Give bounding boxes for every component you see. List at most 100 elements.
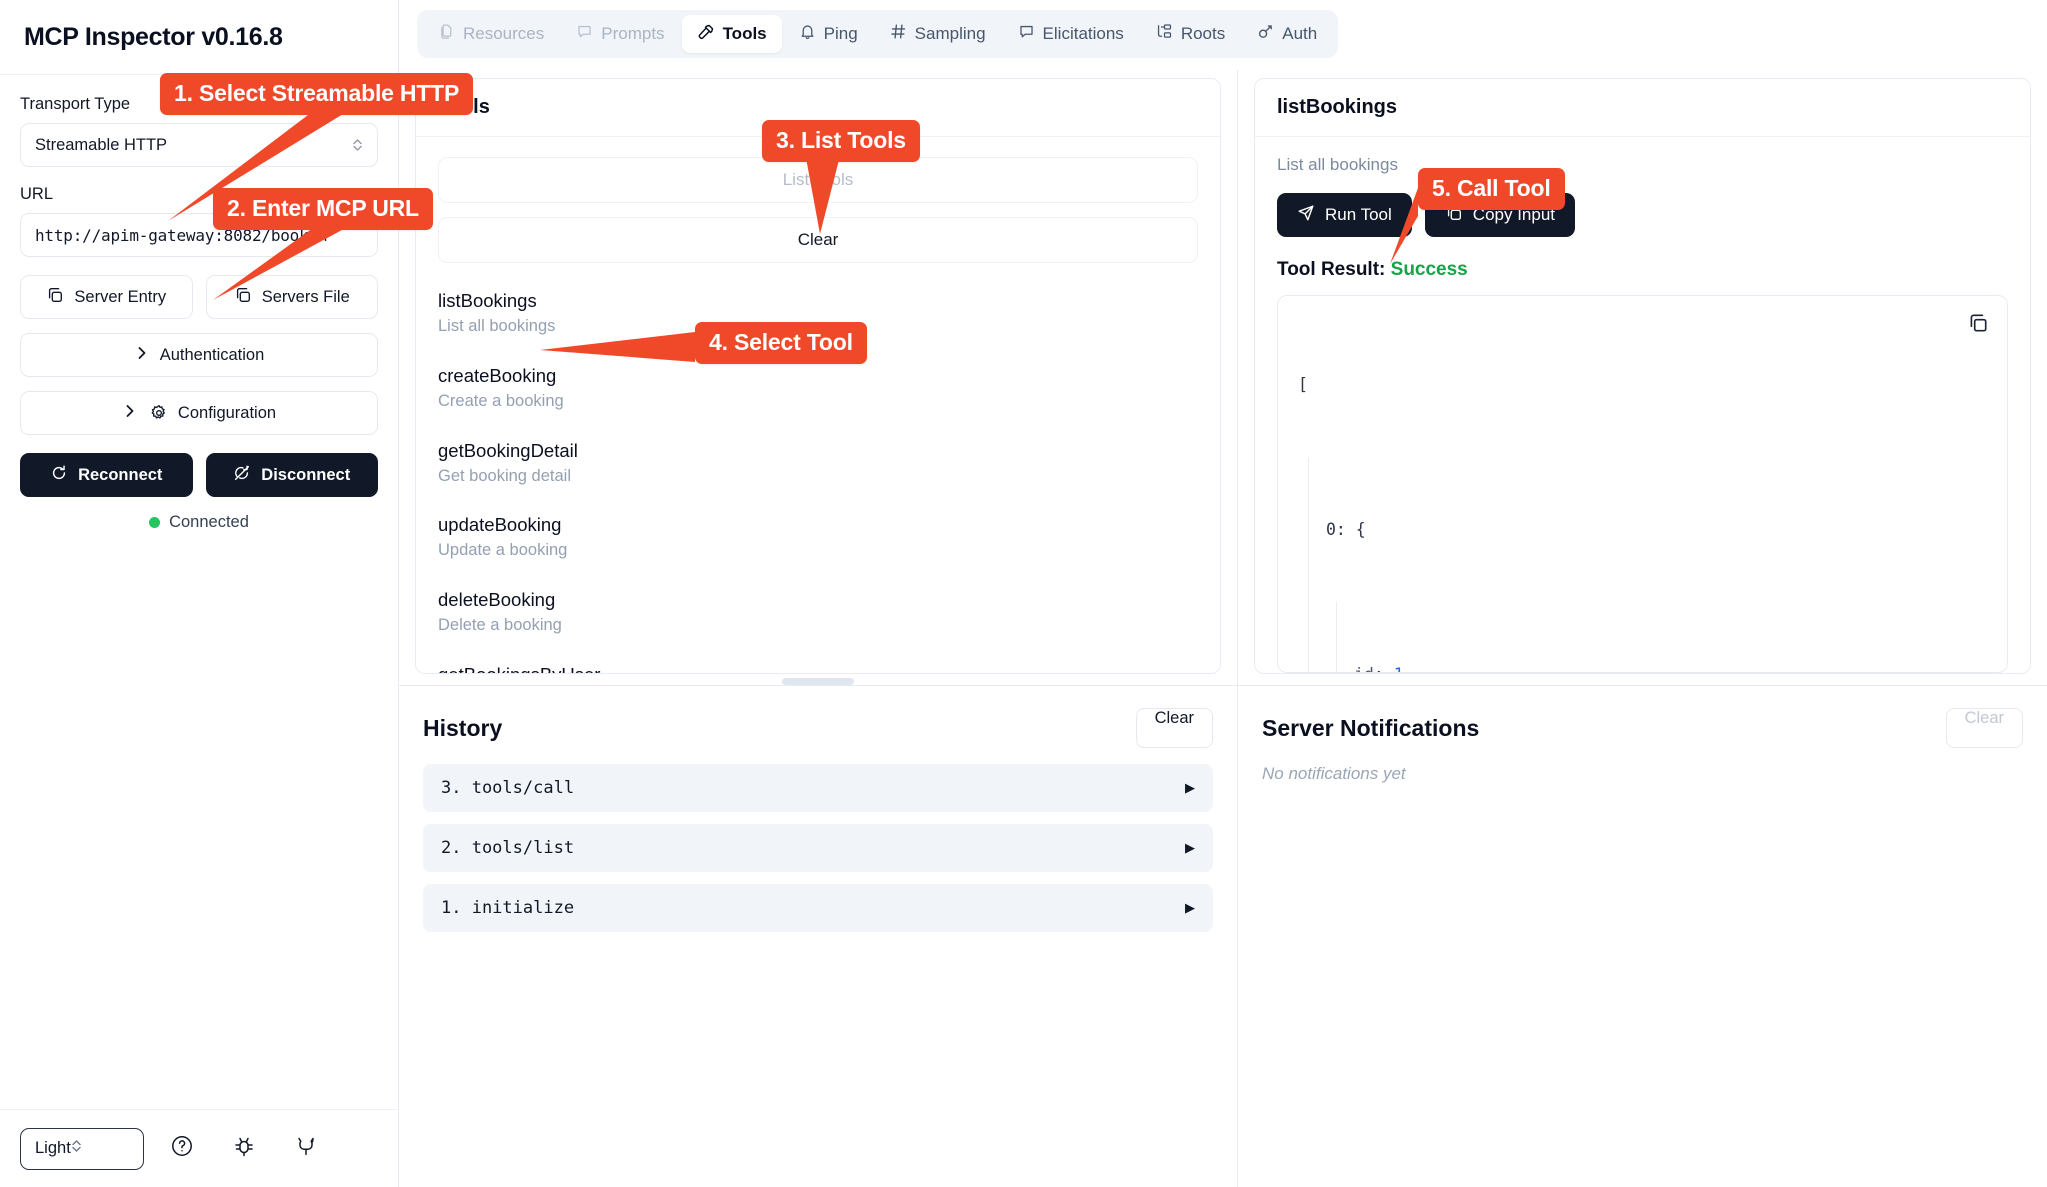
- copy-icon[interactable]: [1967, 312, 1989, 339]
- help-button[interactable]: [158, 1125, 206, 1173]
- list-item[interactable]: listBookings List all bookings: [438, 289, 1198, 337]
- copy-icon: [234, 286, 252, 309]
- notifications-clear-button[interactable]: Clear: [1945, 708, 2023, 748]
- github-button[interactable]: [282, 1125, 330, 1173]
- app-title: MCP Inspector v0.16.8: [24, 22, 283, 51]
- tab-roots[interactable]: Roots: [1141, 15, 1240, 53]
- send-icon: [1297, 204, 1315, 227]
- tab-prompts[interactable]: Prompts: [561, 15, 679, 53]
- connection-buttons-row: Reconnect Disconnect: [20, 453, 378, 497]
- server-entry-label: Server Entry: [74, 287, 167, 306]
- disconnect-button[interactable]: Disconnect: [205, 453, 378, 497]
- folder-tree-icon: [1156, 23, 1173, 45]
- tool-name: getBookingDetail: [438, 439, 578, 461]
- tab-label: Auth: [1282, 24, 1318, 43]
- history-clear-button[interactable]: Clear: [1135, 708, 1213, 748]
- tab-label: Resources: [463, 24, 545, 43]
- tab-bar: Resources Prompts Tools: [399, 0, 2047, 70]
- tab-label: Elicitations: [1042, 24, 1124, 43]
- transport-type-value: Streamable HTTP: [35, 135, 168, 154]
- list-item[interactable]: getBookingDetail Get booking detail: [438, 439, 1198, 487]
- detail-column: listBookings List all bookings Run Tool: [1237, 70, 2047, 1187]
- bell-icon: [799, 23, 816, 45]
- tab-tools[interactable]: Tools: [681, 15, 782, 53]
- tab-sampling[interactable]: Sampling: [875, 15, 1001, 53]
- tab-label: Prompts: [601, 24, 665, 43]
- tool-name: getBookingsByUser: [438, 663, 1198, 673]
- tab-auth[interactable]: Auth: [1242, 15, 1332, 53]
- disconnect-label: Disconnect: [261, 465, 351, 484]
- tab-elicitations[interactable]: Elicitations: [1003, 15, 1139, 53]
- authentication-accordion[interactable]: Authentication: [20, 333, 378, 377]
- tool-description: Delete a booking: [438, 616, 562, 635]
- history-row[interactable]: 1. initialize ▶: [423, 884, 1213, 932]
- message-icon: [1018, 23, 1035, 45]
- theme-value: Light: [35, 1139, 71, 1157]
- callout-text: 3. List Tools: [762, 120, 920, 163]
- tab-label: Ping: [823, 24, 858, 43]
- history-row-label: 2. tools/list: [441, 838, 575, 858]
- chevron-right-icon: [122, 403, 138, 424]
- message-icon: [576, 23, 593, 45]
- run-tool-button[interactable]: Run Tool: [1277, 193, 1412, 237]
- refresh-icon: [50, 464, 68, 487]
- json-viewer: [ 0: { id: 1 user_sub: "54e88daa-cbec-3b…: [1298, 312, 1987, 672]
- key-icon: [1257, 23, 1274, 45]
- tool-description: List all bookings: [438, 317, 556, 336]
- tool-description: Create a booking: [438, 391, 564, 410]
- chevron-right-icon: ▶: [1185, 840, 1195, 855]
- reconnect-button[interactable]: Reconnect: [20, 453, 193, 497]
- tool-name: deleteBooking: [438, 589, 556, 610]
- json-open-bracket: [: [1298, 375, 1308, 394]
- history-row-label: 1. initialize: [441, 898, 575, 918]
- clear-tools-label: Clear: [797, 230, 839, 249]
- history-section: History Clear 3. tools/call ▶ 2. tools/l…: [399, 685, 1237, 983]
- list-item[interactable]: updateBooking Update a booking: [438, 513, 1198, 561]
- callout-step-4: 4. Select Tool: [540, 322, 867, 365]
- callout-text: 2. Enter MCP URL: [213, 188, 433, 231]
- json-entry: 0: { id: 1 user_sub: "54e88daa-cbec-3b44…: [1308, 457, 1987, 672]
- history-row[interactable]: 2. tools/list ▶: [423, 824, 1213, 872]
- json-fields: id: 1 user_sub: "54e88daa-cbec-3b44-a0c7…: [1336, 602, 1987, 672]
- tool-result-prefix: Tool Result:: [1277, 259, 1386, 280]
- status-dot-icon: [149, 517, 161, 528]
- tab-label: Sampling: [914, 24, 986, 43]
- list-item[interactable]: deleteBooking Delete a booking: [438, 588, 1198, 636]
- servers-file-button[interactable]: Servers File: [205, 275, 378, 319]
- unplug-icon: [233, 464, 251, 487]
- server-buttons-row: Server Entry Servers File: [20, 275, 378, 319]
- tab-label: Tools: [722, 24, 767, 43]
- list-item[interactable]: createBooking Create a booking: [438, 364, 1198, 412]
- history-row[interactable]: 3. tools/call ▶: [423, 764, 1213, 812]
- history-clear-label: Clear: [1154, 709, 1194, 727]
- notifications-header: Server Notifications Clear: [1262, 708, 2023, 748]
- main-area: Resources Prompts Tools: [399, 0, 2047, 1187]
- bug-icon: [232, 1134, 256, 1163]
- list-item[interactable]: getBookingsByUser Get bookings by user: [438, 663, 1198, 673]
- history-row-label: 3. tools/call: [441, 778, 575, 798]
- tool-detail-panel: listBookings List all bookings Run Tool: [1254, 78, 2031, 674]
- panel-resize-handle[interactable]: [782, 678, 854, 685]
- server-entry-button[interactable]: Server Entry: [20, 275, 193, 319]
- copy-icon: [46, 286, 64, 309]
- tool-description: Update a booking: [438, 541, 568, 560]
- configuration-label: Configuration: [177, 403, 277, 422]
- configuration-accordion[interactable]: Configuration: [20, 391, 378, 435]
- debug-button[interactable]: [220, 1125, 268, 1173]
- url-label: URL: [20, 185, 54, 203]
- callout-text: 1. Select Streamable HTTP: [160, 73, 474, 116]
- url-value: http://apim-gateway:8082/bookin: [35, 225, 328, 245]
- tool-name: listBookings: [438, 290, 537, 311]
- notifications-section: Server Notifications Clear No notificati…: [1238, 685, 2047, 983]
- sidebar-footer: Light: [0, 1109, 398, 1187]
- tool-name: updateBooking: [438, 514, 562, 536]
- hammer-icon: [697, 23, 715, 46]
- tab-resources[interactable]: Resources: [423, 15, 559, 53]
- callout-text: 5. Call Tool: [1418, 168, 1565, 211]
- theme-select[interactable]: Light: [20, 1127, 144, 1170]
- tool-result-json-box: [ 0: { id: 1 user_sub: "54e88daa-cbec-3b…: [1277, 295, 2008, 673]
- tab-ping[interactable]: Ping: [784, 15, 873, 53]
- authentication-label: Authentication: [159, 345, 265, 364]
- transport-type-select[interactable]: Streamable HTTP: [20, 123, 378, 167]
- tool-name: createBooking: [438, 364, 557, 386]
